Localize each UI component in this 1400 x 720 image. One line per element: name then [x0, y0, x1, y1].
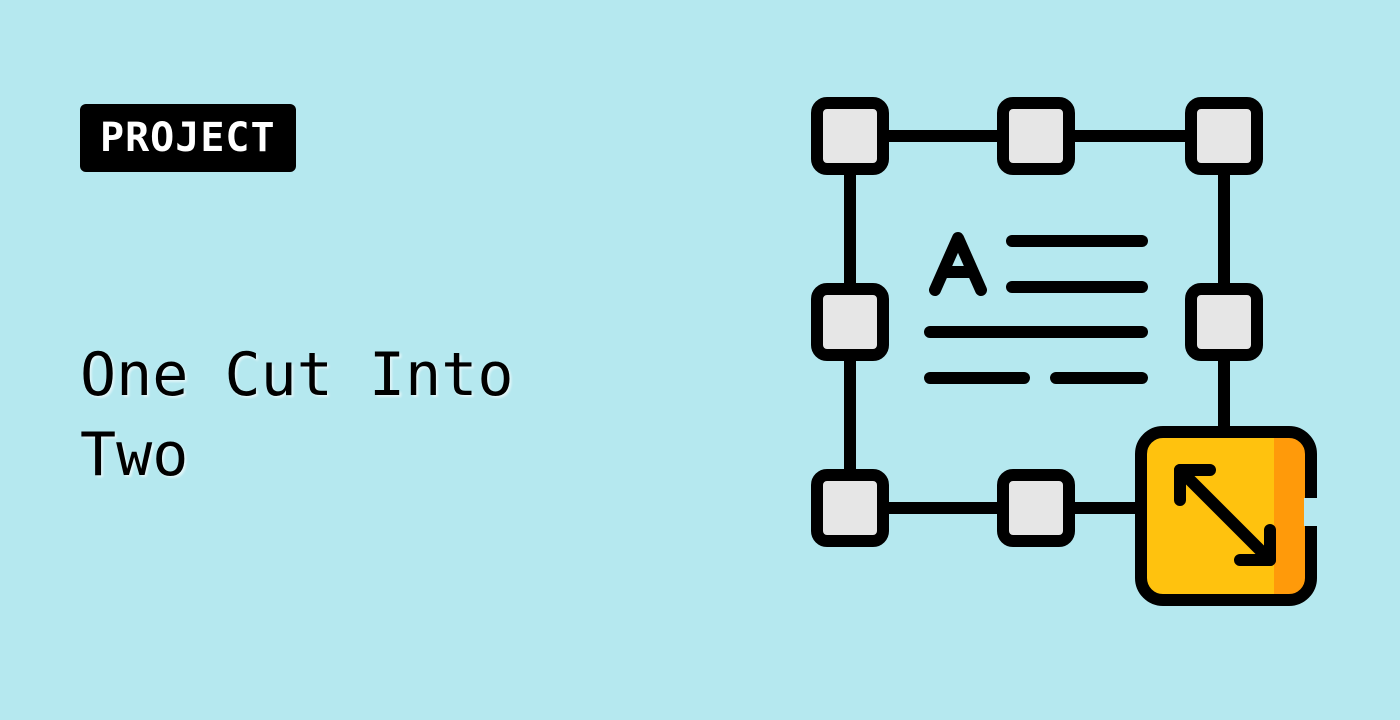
handle-middle-left — [811, 283, 889, 361]
handle-top-middle — [997, 97, 1075, 175]
letter-a-glyph — [929, 232, 987, 296]
page-title: One Cut Into Two — [80, 340, 514, 490]
resize-text-box-icon — [811, 97, 1318, 606]
handle-bottom-middle — [997, 469, 1075, 547]
selection-handles — [811, 97, 1263, 547]
handle-middle-right — [1185, 283, 1263, 361]
handle-top-left — [811, 97, 889, 175]
project-badge: PROJECT — [80, 104, 296, 172]
badge-label: PROJECT — [100, 115, 276, 161]
text-lines-icon — [924, 235, 1148, 384]
handle-bottom-left — [811, 469, 889, 547]
handle-top-right — [1185, 97, 1263, 175]
diagonal-arrow-icon — [1174, 464, 1276, 566]
